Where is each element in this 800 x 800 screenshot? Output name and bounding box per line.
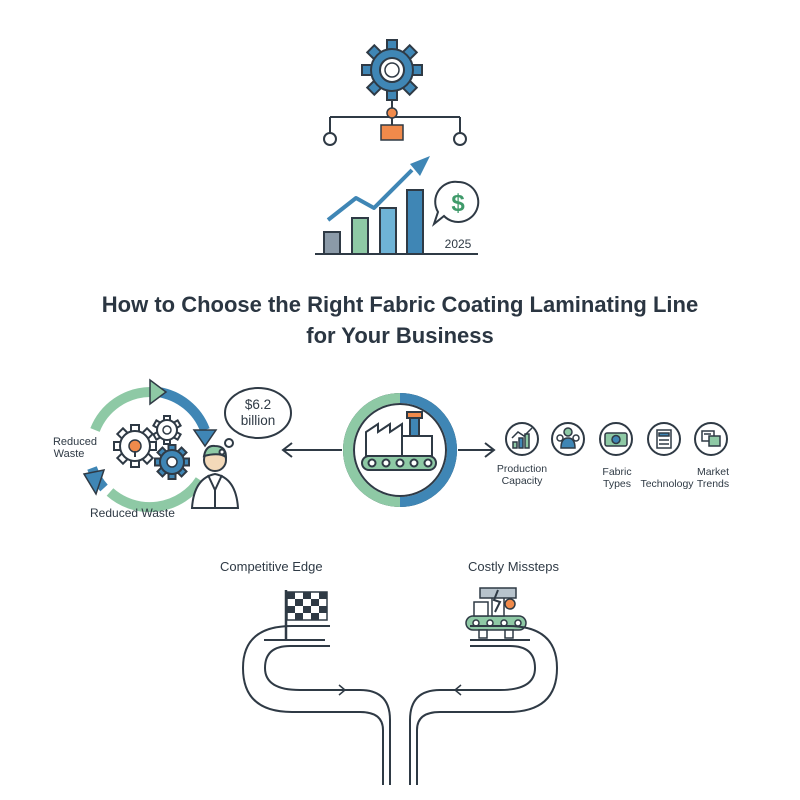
factor-label-fabric-1: Fabric xyxy=(602,466,632,478)
broken-machine-icon xyxy=(465,587,530,641)
speech-bubble xyxy=(218,387,292,456)
factor-label-fabric-2: Types xyxy=(602,478,631,490)
growth-bar-2 xyxy=(351,217,369,255)
page-title-line2: for Your Business xyxy=(306,323,494,348)
costly-missteps-label: Costly Missteps xyxy=(468,559,560,574)
factory-icon xyxy=(361,411,437,471)
reduced-waste-label-a1: Reduced xyxy=(52,436,98,448)
cycle-arrowhead-2 xyxy=(192,429,218,448)
bar-chart-icon xyxy=(505,422,539,456)
double-arrow-right xyxy=(458,442,496,458)
document-icon xyxy=(647,422,681,456)
people-icon xyxy=(551,422,585,456)
connector-node xyxy=(386,107,398,119)
trend-arrow-head xyxy=(410,156,430,176)
connector-end-right xyxy=(453,132,467,146)
factor-label-market-2: Trends xyxy=(696,478,730,490)
road-arrow-left xyxy=(453,684,478,696)
gear-cluster-icon xyxy=(113,415,190,480)
growth-bar-chart xyxy=(315,189,478,255)
cycle-arrowhead-3 xyxy=(82,469,106,496)
dollar-bubble: $ xyxy=(431,180,480,227)
reduced-waste-label-a2: Waste xyxy=(53,448,85,460)
connector-box xyxy=(380,124,404,141)
year-label: 2025 xyxy=(445,237,472,251)
gear-icon xyxy=(361,39,423,101)
fabric-roll-icon xyxy=(599,422,633,456)
factor-label-production-1: Production xyxy=(496,463,548,475)
factor-label-production-2: Capacity xyxy=(501,475,543,487)
page-title-line1: How to Choose the Right Fabric Coating L… xyxy=(101,292,699,317)
growth-bar-3 xyxy=(379,207,397,255)
reduced-waste-label-b: Reduced Waste xyxy=(90,506,175,520)
growth-bar-1 xyxy=(323,231,341,255)
finish-flag-icon xyxy=(264,590,328,641)
factor-label-technology: Technology xyxy=(640,478,694,490)
growth-bar-4 xyxy=(406,189,424,255)
road-arrow-right xyxy=(322,684,347,696)
trend-arrow xyxy=(326,168,414,222)
bubble-amount: $6.2 xyxy=(244,397,272,412)
dollar-icon: $ xyxy=(451,190,465,217)
winding-road xyxy=(242,625,558,785)
cycle-arrowhead-1 xyxy=(149,378,168,406)
monitor-icon xyxy=(694,422,728,456)
bubble-unit: billion xyxy=(240,413,276,428)
competitive-edge-label: Competitive Edge xyxy=(220,559,323,574)
businessman-icon xyxy=(190,444,240,509)
double-arrow-left xyxy=(281,442,342,458)
factor-label-market-1: Market xyxy=(696,466,730,478)
connector-end-left xyxy=(323,132,337,146)
